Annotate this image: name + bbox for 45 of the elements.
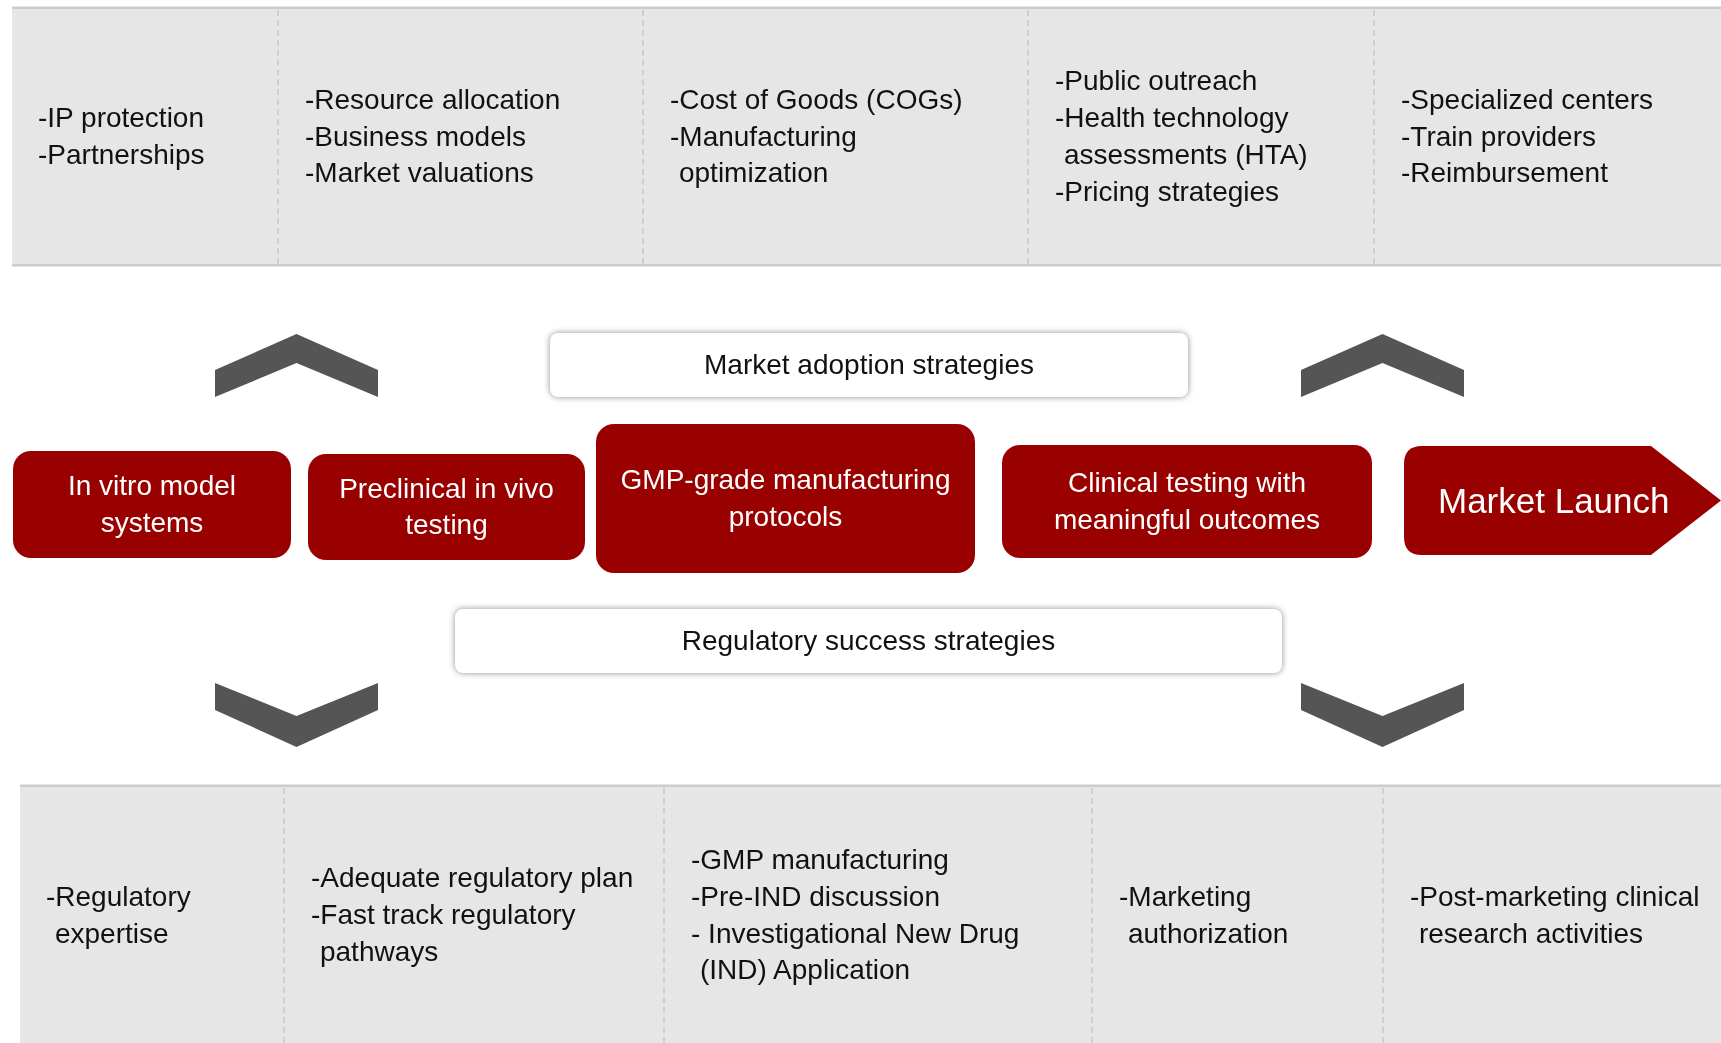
bullet-text: -Partnerships bbox=[38, 138, 206, 172]
bullet-text: -Reimbursement bbox=[1401, 156, 1609, 191]
strategy-box bbox=[455, 609, 1282, 673]
note-panel bbox=[663, 788, 1091, 1043]
bullet-text: -Business models bbox=[305, 119, 527, 154]
node-label: Preclinical in vivo testing bbox=[338, 471, 555, 542]
note-panel bbox=[1091, 788, 1382, 1043]
bullet-text: -Fast track regulatory pathways bbox=[311, 898, 577, 969]
bullet-text: -Pre-IND discussion bbox=[691, 879, 941, 914]
note-panel bbox=[12, 10, 277, 264]
note-panel bbox=[1373, 10, 1721, 264]
bullet-text: - Investigational New Drug (IND) Application bbox=[691, 916, 1021, 988]
bullet-text: -Pricing strategies bbox=[1055, 174, 1281, 209]
note-panel bbox=[1027, 10, 1373, 264]
strategy-box bbox=[550, 333, 1188, 397]
note-panel bbox=[20, 788, 283, 1043]
bullet-text: -Public outreach bbox=[1055, 64, 1259, 99]
bullet-text: -Post-marketing clinical research activities bbox=[1410, 879, 1701, 951]
process-box bbox=[308, 454, 585, 560]
node-label: Market Launch bbox=[1438, 480, 1671, 521]
bullet-text: -Resource allocation bbox=[305, 82, 562, 117]
bullet-text: -Specialized centers bbox=[1401, 82, 1655, 117]
bullet-text: -Train providers bbox=[1401, 119, 1597, 154]
node-label: In vitro model systems bbox=[66, 469, 238, 540]
note-panel bbox=[642, 10, 1027, 264]
bullet-text: -Health technology assessments (HTA) bbox=[1055, 101, 1309, 172]
bullet-text: -IP protection bbox=[38, 101, 206, 136]
bullet-text: -Regulatory expertise bbox=[46, 879, 192, 951]
note-panel bbox=[283, 788, 663, 1043]
bullet-text: -Manufacturing optimization bbox=[670, 119, 858, 191]
node-label: Clinical testing with meaningful outcomes bbox=[1052, 466, 1322, 537]
launch-arrow bbox=[1404, 446, 1721, 555]
process-box bbox=[1002, 445, 1372, 558]
note-panel bbox=[1382, 788, 1721, 1043]
bullet-text: -Cost of Goods (COGs) bbox=[670, 82, 964, 117]
node-label: GMP-grade manufacturing protocols bbox=[619, 463, 952, 534]
bullet-text: -Marketing authorization bbox=[1119, 879, 1290, 951]
bullet-text: -Market valuations bbox=[305, 156, 535, 191]
process-box bbox=[13, 451, 291, 558]
note-panel bbox=[277, 10, 642, 264]
process-box bbox=[596, 424, 975, 573]
node-label: Regulatory success strategies bbox=[681, 625, 1056, 657]
node-label: Market adoption strategies bbox=[704, 349, 1034, 381]
bullet-text: -Adequate regulatory plan bbox=[311, 861, 635, 896]
bullet-text: -GMP manufacturing bbox=[691, 842, 950, 877]
